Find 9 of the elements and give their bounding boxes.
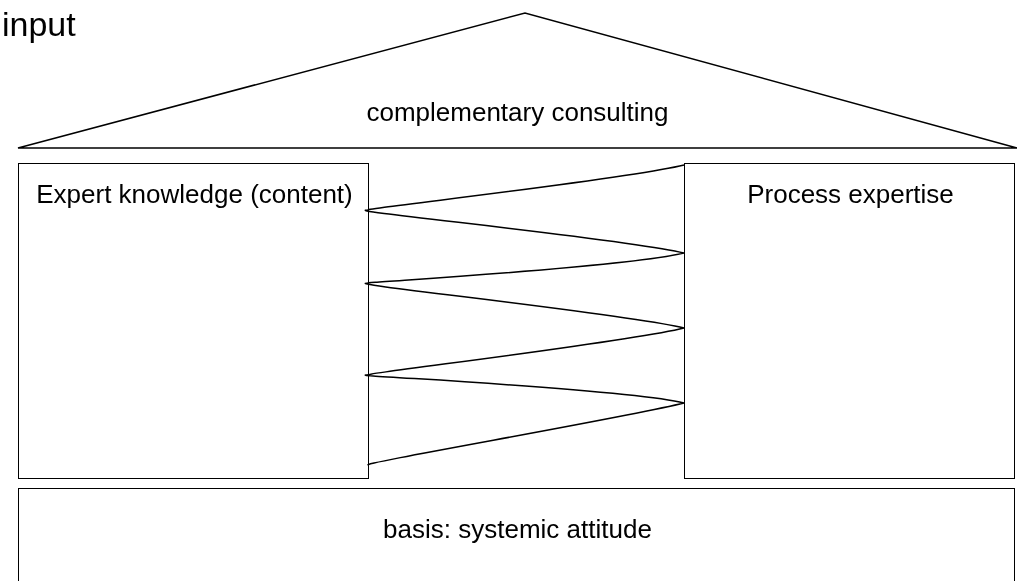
node-label: Process expertise [746,178,955,210]
node-label: basis: systemic attitude [382,513,653,545]
node-label: complementary consulting [365,96,670,128]
pillar-box [18,163,369,479]
pillar-box [684,163,1015,479]
node-label: Expert knowledge (content) [35,178,354,210]
zigzag-connector [364,164,685,466]
base-box [18,488,1015,581]
corner-label: input [2,4,76,44]
